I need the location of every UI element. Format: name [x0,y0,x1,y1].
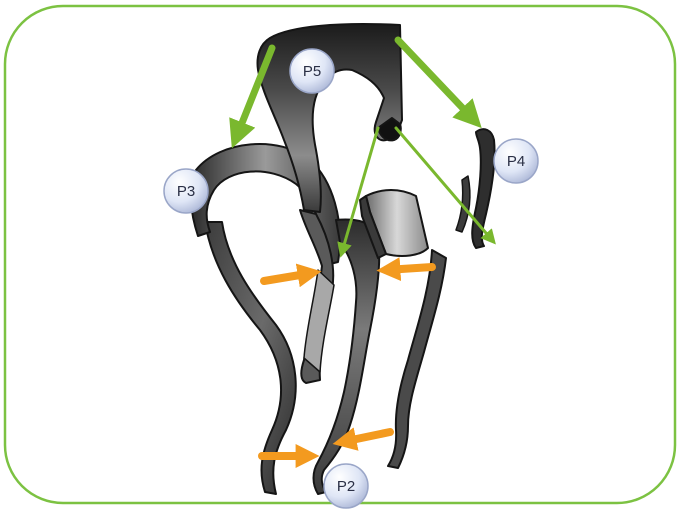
badge-p3-label: P3 [177,183,195,200]
badge-p4-label: P4 [507,153,525,170]
badge-p2-label: P2 [337,478,355,495]
badge-p5-label: P5 [303,63,321,80]
top-hook [258,24,403,212]
orange-arrow-lower-right [342,432,390,442]
inner-left-leg-face [304,270,334,372]
orange-arrow-upper-right [386,267,432,270]
right-leg [388,250,446,468]
orange-arrow-upper-left [264,273,312,281]
badge-p4: P4 [494,139,538,183]
green-arrow-p5-to-p4 [398,40,474,120]
badge-p3: P3 [164,169,208,213]
badge-p5: P5 [290,49,334,93]
badge-p2: P2 [324,464,368,508]
